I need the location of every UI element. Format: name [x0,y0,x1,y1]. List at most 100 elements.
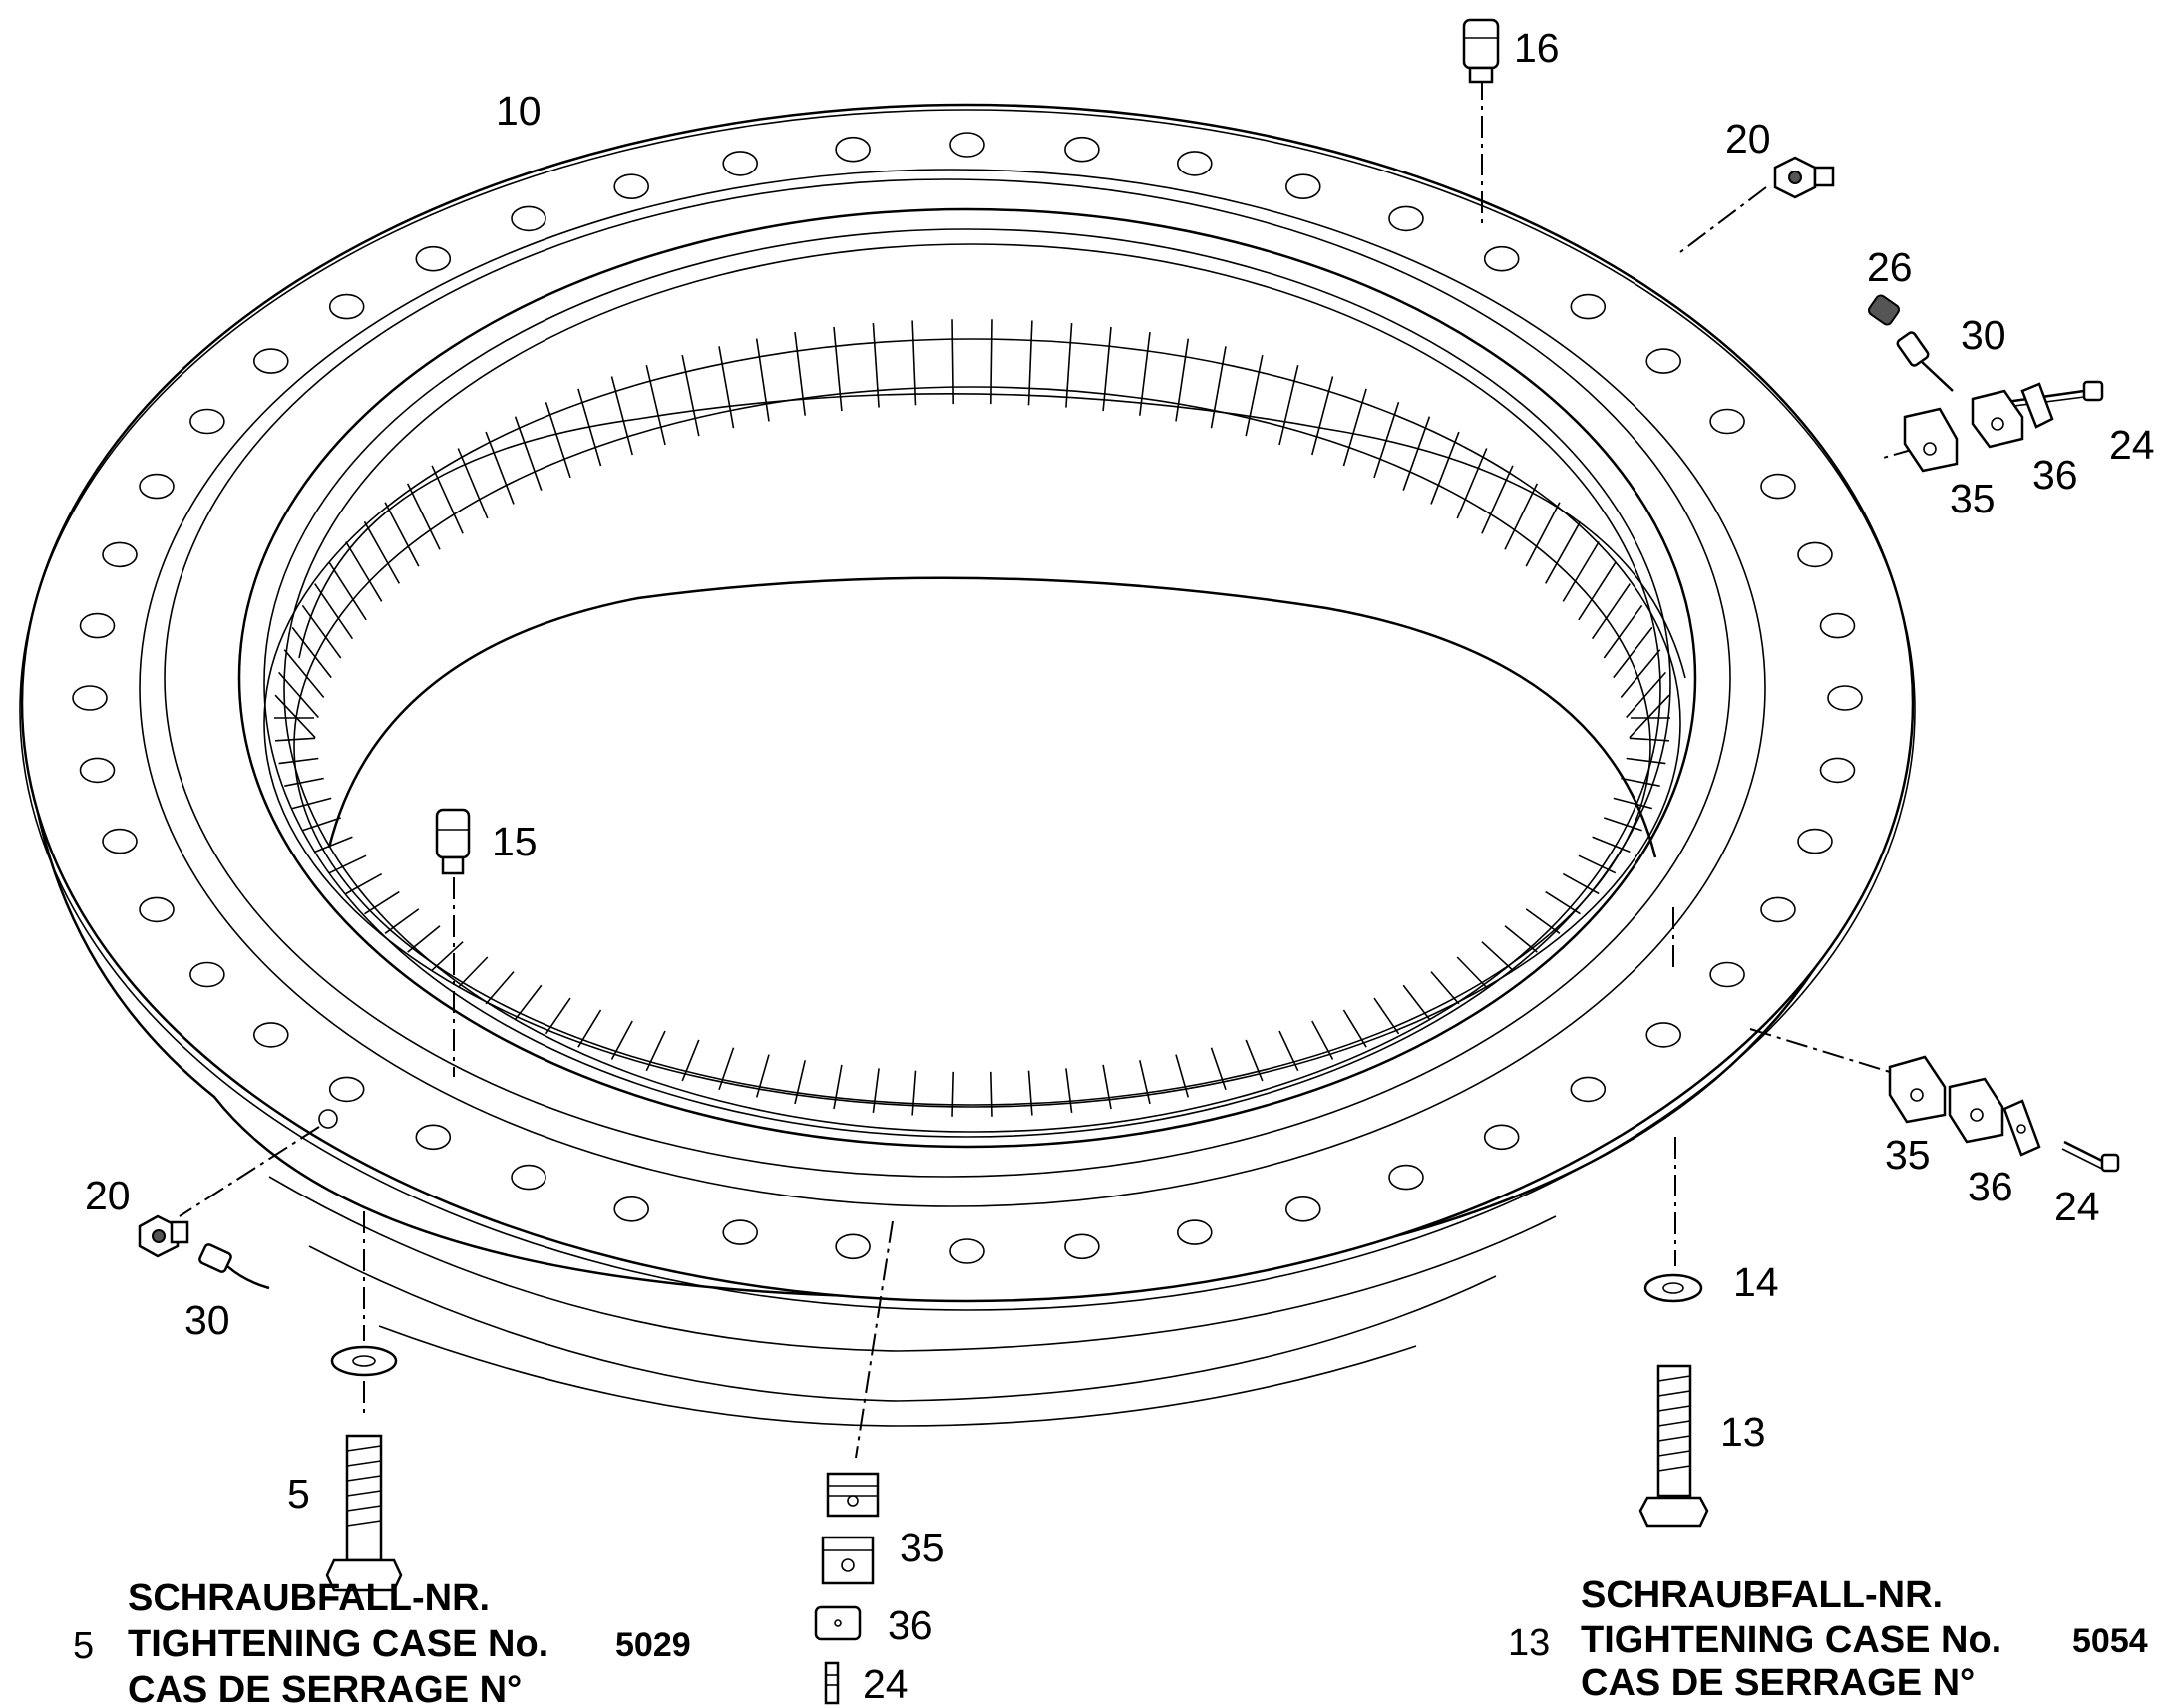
bolt-hole [79,757,116,784]
bolt-hole [1177,151,1213,176]
bolt-hole [835,1233,871,1260]
plug-16 [1462,18,1500,84]
gear-tooth [833,1064,843,1110]
bolt-hole [1709,961,1745,988]
gear-tooth [275,737,316,742]
bolt-hole [328,1076,365,1103]
bolt-hole [1570,1076,1607,1103]
gear-tooth [1481,465,1514,534]
case-left-number: 5 [73,1625,94,1667]
fitting-30-top [1896,331,1954,392]
bolt-hole [1797,541,1833,568]
label-35-bottom: 35 [900,1525,945,1570]
gear-tooth [274,694,316,739]
label-30-top: 30 [1961,312,2006,358]
gear-tooth [1139,332,1151,416]
fitting-30-left [198,1243,270,1290]
label-36-right: 36 [1968,1164,2013,1209]
gear-tooth [1027,1070,1033,1116]
label-24-bottom: 24 [863,1661,908,1707]
bolt-holes [72,132,1863,1264]
label-35-right: 35 [1885,1132,1931,1178]
gear-tooth [1620,649,1661,699]
gear-tooth [545,997,571,1035]
gear-tooth [1525,502,1561,567]
gear-tooth [1591,583,1631,640]
block-35-top [1903,407,1959,473]
grease-nipple-20-top [1773,156,1835,199]
gear-tooth [1592,836,1631,854]
bolt-hole [252,348,289,374]
gear-tooth [384,502,420,567]
gear-tooth [514,416,543,491]
case-right-case-no: 5054 [2072,1622,2148,1660]
gear-tooth [645,365,666,446]
gear-tooth [1629,694,1670,739]
gear-tooth [1603,604,1643,659]
gear-tooth [1102,1064,1112,1110]
gear-tooth [1578,561,1617,621]
bolt-hole [328,293,365,320]
label-15: 15 [492,819,538,864]
bolt-hole [835,136,871,163]
bolt-hole [1483,245,1520,272]
plug-15 [435,808,471,875]
gear-tooth [610,376,633,456]
gear-tooth [718,346,735,429]
bolt-hole [949,132,985,158]
case-right-line1: SCHRAUBFALL-NR. [1581,1574,1943,1616]
gear-tooth [1504,483,1539,550]
washer-left [330,1345,398,1377]
inner-bore [327,576,1657,858]
gear-tooth [278,757,319,765]
gear-tooth [1175,1054,1190,1098]
case-left-line1: SCHRAUBFALL-NR. [128,1577,490,1619]
assembly-lines [179,78,1916,1459]
bolt-hole [1819,757,1856,784]
bolt-hole [1388,1164,1424,1191]
label-36-bottom: 36 [888,1602,933,1648]
screw-24-top [2005,380,2104,408]
inner-ring [237,207,1697,1149]
label-14: 14 [1733,1259,1779,1305]
bolt-hole [189,408,225,435]
plate-36-top [2020,382,2054,429]
gear-tooth [284,777,324,787]
block-35b-bottom [821,1536,875,1585]
bolt-hole [139,896,175,923]
washer-14 [1643,1273,1703,1303]
gear-tooth [1562,541,1600,602]
gear-tooth [990,1071,993,1117]
gear-tooth [345,541,383,602]
gear-tooth [951,319,954,405]
bolt-hole [79,612,116,639]
gear-tooth [301,604,342,659]
gear-tooth [1613,797,1653,810]
bolt-hole [949,1238,985,1264]
label-13: 13 [1720,1409,1766,1455]
caption-right: 13 SCHRAUBFALL-NR. TIGHTENING CASE No. C… [1508,1574,2148,1704]
gear-tooth [1342,1009,1367,1048]
gear-tooth [610,1020,633,1060]
case-left-line3: CAS DE SERRAGE N° [128,1669,522,1708]
bolt-hole [1760,473,1796,500]
gear-tooth [1139,1060,1151,1105]
gear-tooth [1430,431,1460,505]
bolt-hole [1760,896,1796,923]
bolt-hole [1709,408,1745,435]
gear-tooth [1402,416,1431,491]
plate-36-bottom [814,1605,862,1641]
gear-tooth [1065,1068,1073,1114]
case-left-case-no: 5029 [615,1626,691,1664]
label-16: 16 [1514,25,1560,71]
case-right-number: 13 [1508,1622,1550,1664]
block-36-right [1948,1077,2004,1144]
bolt-hole [511,205,546,232]
bolt-hole [1827,685,1863,711]
gear-tooth [1102,326,1112,412]
gear-tooth [1545,520,1582,584]
plate-36-right [2002,1099,2041,1157]
label-30-left: 30 [184,1297,230,1343]
gear-root-circle [263,338,1681,1108]
